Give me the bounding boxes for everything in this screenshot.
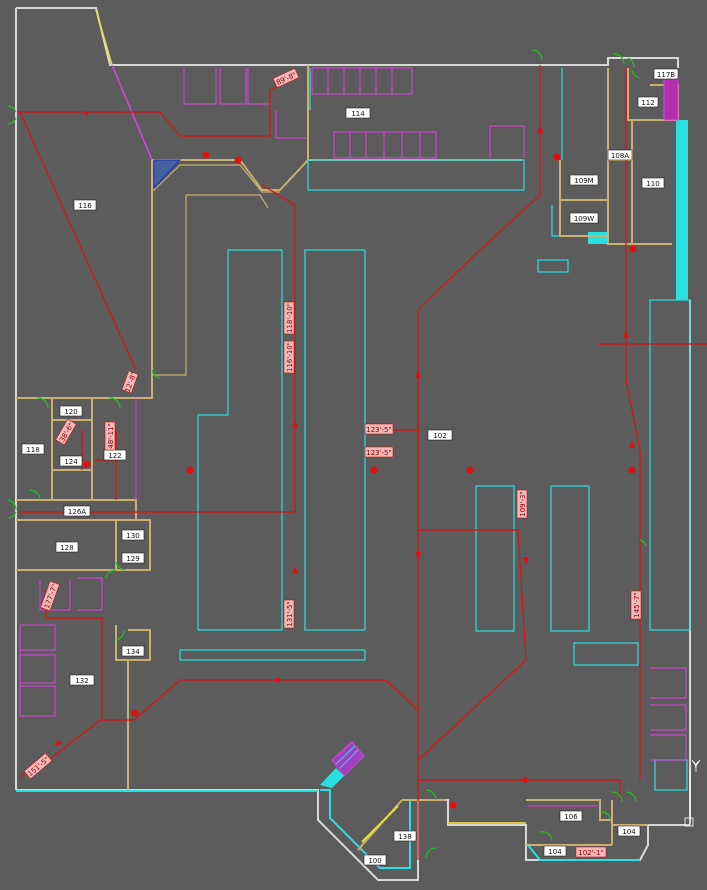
dim-label-123a: 123'-5" xyxy=(364,423,394,435)
svg-text:126A: 126A xyxy=(68,508,86,516)
svg-text:102'-1": 102'-1" xyxy=(578,849,603,857)
egress-routes xyxy=(18,65,707,860)
svg-text:48'-11": 48'-11" xyxy=(107,423,115,448)
svg-text:145'-7": 145'-7" xyxy=(633,592,641,617)
room-label-130: 130 xyxy=(121,529,145,541)
dim-label-89: 89'-8" xyxy=(272,68,300,88)
svg-text:117B: 117B xyxy=(657,71,675,79)
dim-label-145: 145'-7" xyxy=(630,590,642,620)
room-label-126a: 126A xyxy=(63,505,91,517)
room-label-102: 102 xyxy=(427,429,453,441)
diagonal-wall xyxy=(95,9,153,161)
room-label-132: 132 xyxy=(69,674,95,686)
room-label-122: 122 xyxy=(103,449,127,461)
dim-label-116: 116'-10" xyxy=(283,340,295,374)
svg-text:123'-5": 123'-5" xyxy=(366,449,391,457)
dim-label-38: 38'-6" xyxy=(55,418,77,446)
room-label-120: 120 xyxy=(59,405,83,417)
room-label-134: 134 xyxy=(121,645,145,657)
svg-text:109M: 109M xyxy=(574,177,593,185)
dim-label-123b: 123'-5" xyxy=(364,446,394,458)
svg-text:116: 116 xyxy=(78,202,92,210)
svg-text:12'-8": 12'-8" xyxy=(124,371,139,393)
dim-label-12: 12'-8" xyxy=(121,370,139,394)
room-label-104: 104 xyxy=(543,845,567,857)
dim-label-109: 109'-3" xyxy=(516,489,528,519)
room-label-109m: 109M xyxy=(569,174,599,186)
room-label-108a: 108A xyxy=(607,149,633,161)
room-label-109w: 109W xyxy=(569,212,599,224)
room-label-129: 129 xyxy=(121,552,145,564)
svg-text:104: 104 xyxy=(622,828,636,836)
svg-text:118: 118 xyxy=(26,446,39,454)
dim-label-118: 118'-10" xyxy=(283,301,295,335)
svg-text:124: 124 xyxy=(64,458,78,466)
svg-text:122: 122 xyxy=(108,452,121,460)
doors xyxy=(7,49,647,859)
svg-text:130: 130 xyxy=(126,532,139,540)
svg-text:100: 100 xyxy=(368,857,381,865)
room-label-117b: 117B xyxy=(653,68,679,80)
svg-text:129: 129 xyxy=(126,555,139,563)
route-points xyxy=(83,151,637,809)
svg-text:116'-10": 116'-10" xyxy=(286,342,294,372)
corridor-walls xyxy=(152,160,280,376)
room-label-124: 124 xyxy=(59,455,83,467)
svg-text:108A: 108A xyxy=(611,152,629,160)
svg-text:131'-5": 131'-5" xyxy=(286,601,294,626)
ucs-marker xyxy=(684,759,701,827)
svg-text:120: 120 xyxy=(64,408,77,416)
dim-label-131: 131'-5" xyxy=(283,599,295,629)
svg-text:110: 110 xyxy=(646,180,659,188)
room-label-138: 138 xyxy=(393,830,417,842)
dim-label-102: 102'-1" xyxy=(575,846,607,858)
svg-text:104: 104 xyxy=(548,848,562,856)
dim-label-177: 177'-7" xyxy=(40,580,60,612)
svg-text:123'-5": 123'-5" xyxy=(366,426,391,434)
dim-label-151: 151'-5" xyxy=(23,752,53,780)
ucs-y-label: Y xyxy=(692,761,699,771)
svg-text:138: 138 xyxy=(398,833,411,841)
dim-label-48: 48'-11" xyxy=(104,421,116,451)
svg-text:118'-10": 118'-10" xyxy=(286,303,294,333)
room-label-114: 114 xyxy=(345,107,371,119)
room-label-112: 112 xyxy=(637,96,659,108)
room-label-116: 116 xyxy=(73,199,97,211)
svg-text:134: 134 xyxy=(126,648,140,656)
svg-text:114: 114 xyxy=(351,110,365,118)
room-label-118: 118 xyxy=(21,443,45,455)
svg-text:106: 106 xyxy=(564,813,578,821)
svg-text:109W: 109W xyxy=(574,215,594,223)
room-label-106: 106 xyxy=(559,810,583,822)
shelving-fixtures xyxy=(179,68,691,791)
triangle-fixture xyxy=(153,159,182,190)
room-label-104b: 104 xyxy=(617,825,641,837)
svg-text:128: 128 xyxy=(60,544,73,552)
svg-text:112: 112 xyxy=(641,99,654,107)
exterior-fixture-lines xyxy=(16,120,688,869)
route-arrows xyxy=(54,110,635,783)
stair-symbol xyxy=(320,741,526,843)
room-label-110: 110 xyxy=(641,177,665,189)
room-label-128: 128 xyxy=(55,541,79,553)
svg-text:109'-3": 109'-3" xyxy=(519,491,527,516)
room-label-100: 100 xyxy=(363,854,387,866)
svg-text:102: 102 xyxy=(433,432,446,440)
furniture xyxy=(19,67,687,807)
svg-text:132: 132 xyxy=(75,677,88,685)
